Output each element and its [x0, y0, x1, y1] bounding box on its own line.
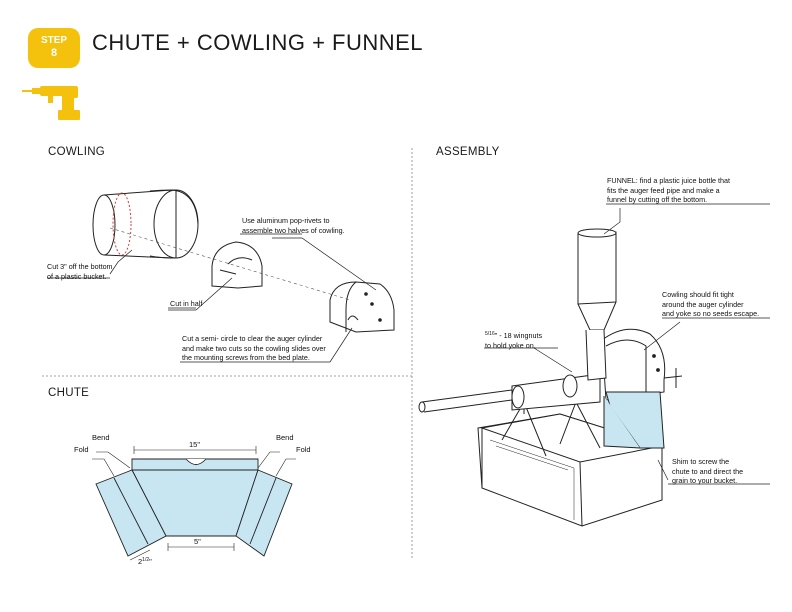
- assembled-cowling-drawing: [329, 281, 395, 333]
- note-cut-half: Cut in half: [170, 299, 203, 308]
- note-line: the mounting screws from the bed plate.: [182, 353, 310, 362]
- step-number: 8: [50, 47, 58, 59]
- dim-bottom: 5": [192, 537, 203, 546]
- wingnut-fraction: 5/16: [485, 331, 495, 337]
- note-line: to hold yoke on.: [485, 340, 536, 350]
- note-line: Use aluminum pop-rivets to: [242, 216, 330, 225]
- drill-icon: [22, 86, 80, 120]
- assembly-drawing: [418, 228, 683, 527]
- dim-side-fraction: 1/2: [142, 557, 150, 563]
- note-line: around the auger cylinder: [662, 299, 744, 309]
- wingnut-rest: " - 18 wingnuts: [494, 331, 543, 340]
- note-shim: Shim to screw the chute to and direct th…: [672, 457, 743, 486]
- note-line: and yoke so no seeds escape.: [662, 309, 760, 318]
- step-word: STEP: [40, 35, 68, 46]
- note-line: chute to and direct the: [672, 466, 744, 476]
- step-badge: STEP 8: [28, 28, 80, 68]
- dim-side-main: 2: [138, 557, 143, 566]
- dim-side: 21/2": [138, 557, 152, 566]
- note-semicircle: Cut a semi- circle to clear the auger cy…: [182, 334, 326, 363]
- half-cowling-drawing: [211, 241, 263, 289]
- note-line: funnel by cutting off the bottom.: [607, 195, 708, 204]
- note-rivets: Use aluminum pop-rivets to assemble two …: [242, 216, 345, 235]
- note-line: Cut a semi- circle to clear the auger cy…: [182, 334, 323, 343]
- note-line: Cowling should fit tight: [662, 290, 734, 299]
- label-bend-left: Bend: [92, 433, 110, 442]
- dim-top: 15": [187, 440, 203, 449]
- note-line: of a plastic bucket.: [47, 271, 107, 281]
- bucket-drawing: [92, 189, 199, 259]
- note-line: fits the auger feed pipe and make a: [607, 185, 720, 195]
- section-assembly: ASSEMBLY: [436, 146, 500, 158]
- note-funnel: FUNNEL: find a plastic juice bottle that…: [607, 176, 730, 205]
- note-line: grain to your bucket.: [672, 476, 738, 485]
- label-fold-right: Fold: [296, 445, 311, 454]
- dim-side-unit: ": [149, 557, 152, 566]
- note-line: 5/16" - 18 wingnuts: [485, 330, 542, 341]
- note-wingnuts: 5/16" - 18 wingnuts to hold yoke on.: [485, 330, 542, 350]
- note-cut-bucket: Cut 3" off the bottom of a plastic bucke…: [47, 262, 113, 281]
- page-title: CHUTE + COWLING + FUNNEL: [92, 30, 424, 55]
- note-line: FUNNEL: find a plastic juice bottle that: [607, 176, 731, 185]
- note-line: Shim to screw the: [672, 457, 730, 466]
- chute-drawing: [92, 446, 296, 561]
- label-bend-right: Bend: [276, 433, 294, 442]
- note-line: Cut 3" off the bottom: [47, 262, 113, 271]
- section-chute: CHUTE: [48, 387, 90, 399]
- note-line: assemble two halves of cowling.: [242, 225, 345, 235]
- note-cowling-fit: Cowling should fit tight around the auge…: [662, 290, 759, 319]
- note-line: and make two cuts so the cowling slides …: [182, 343, 326, 353]
- section-cowling: COWLING: [48, 146, 106, 158]
- label-fold-left: Fold: [74, 445, 89, 454]
